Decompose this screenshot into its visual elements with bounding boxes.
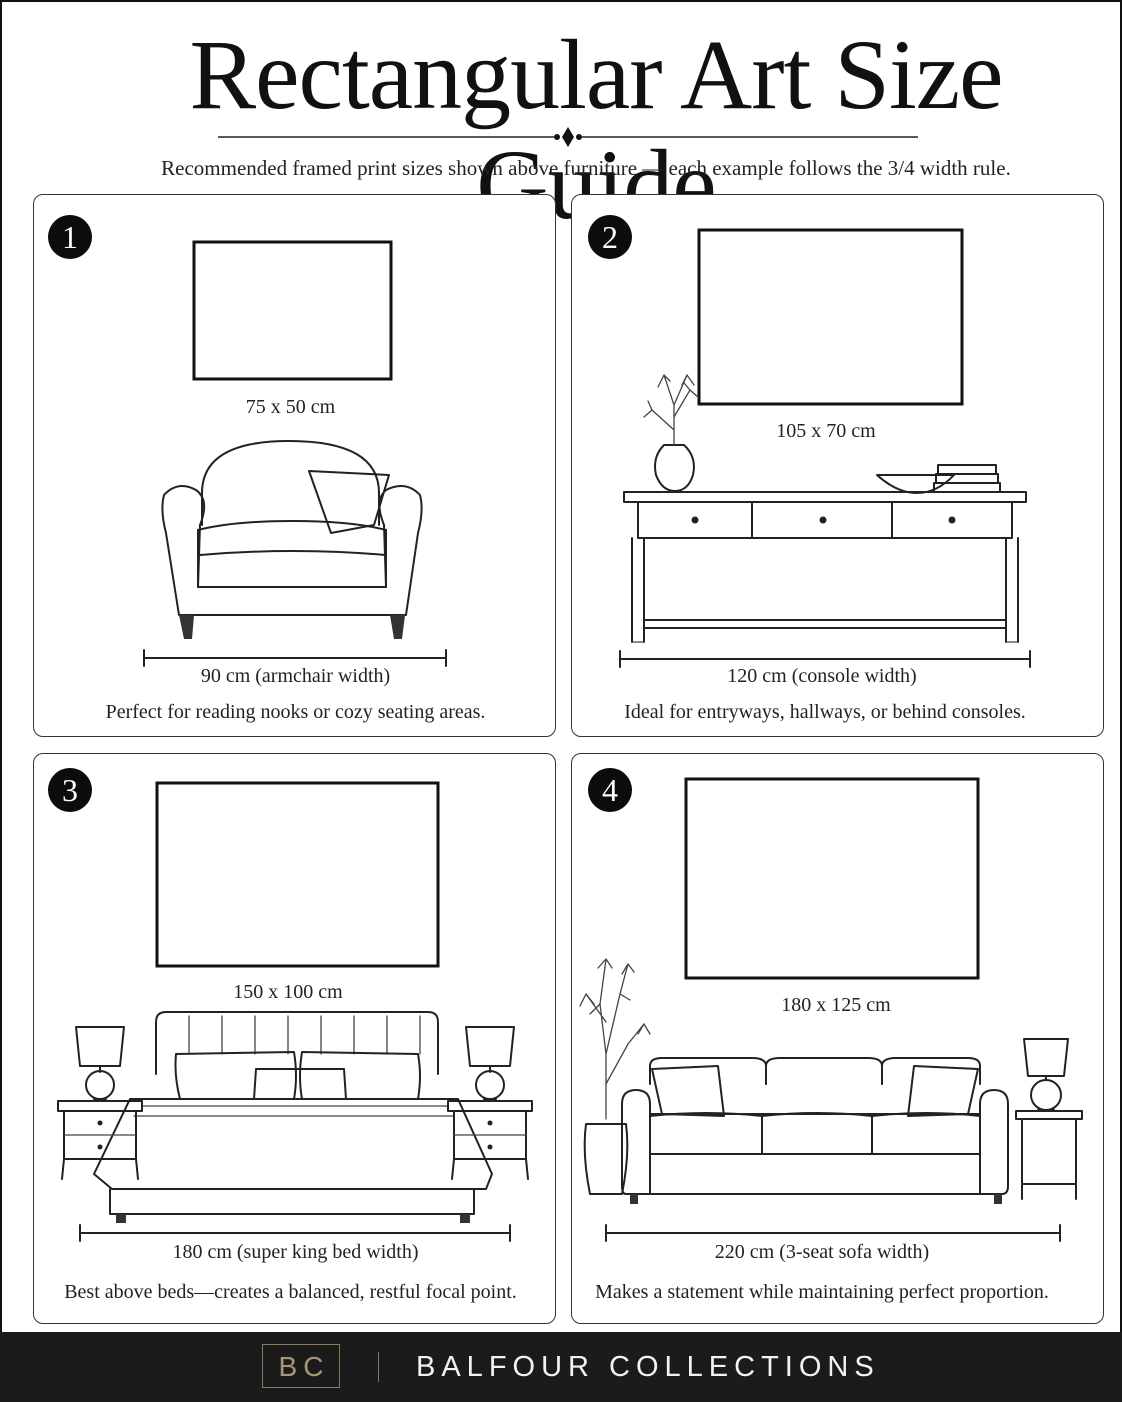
panel-armchair: 1 75 x 50 cm 90 cm (armchair width) Perf…	[33, 194, 556, 737]
print-size-label: 180 x 125 cm	[781, 994, 891, 1016]
console-illustration	[619, 228, 1031, 668]
armchair-illustration	[143, 240, 447, 667]
print-size-label: 150 x 100 cm	[233, 981, 343, 1003]
art-frame	[697, 228, 964, 406]
step-number-badge: 4	[588, 768, 632, 812]
art-frame	[684, 777, 980, 980]
panel-sofa: 4 180 x 125 cm 220 cm (3-seat sofa	[571, 753, 1104, 1324]
step-number-badge: 2	[588, 215, 632, 259]
page-subtitle: Recommended framed print sizes shown abo…	[161, 156, 1011, 180]
panel-caption: Ideal for entryways, hallways, or behind…	[624, 701, 1026, 723]
print-size-label: 75 x 50 cm	[245, 396, 336, 418]
furniture-width-label: 220 cm (3-seat sofa width)	[714, 1241, 930, 1263]
furniture-width-label: 90 cm (armchair width)	[200, 665, 391, 687]
step-number-badge: 3	[48, 768, 92, 812]
panel-caption: Makes a statement while maintaining perf…	[595, 1281, 1049, 1303]
brand-footer: BC BALFOUR COLLECTIONS	[0, 1332, 1122, 1402]
print-size-label: 105 x 70 cm	[776, 420, 876, 442]
art-frame	[155, 781, 440, 968]
art-frame	[192, 240, 393, 381]
furniture-width-label: 120 cm (console width)	[727, 665, 917, 687]
panel-caption: Best above beds—creates a balanced, rest…	[64, 1281, 517, 1303]
footer-separator	[378, 1352, 379, 1382]
sofa-illustration	[579, 777, 1083, 1242]
brand-name: BALFOUR COLLECTIONS	[416, 1351, 880, 1383]
ornamental-divider	[218, 127, 918, 147]
brand-logo-monogram: BC	[262, 1344, 340, 1388]
furniture-width-label: 180 cm (super king bed width)	[172, 1241, 419, 1263]
panel-console: 2 105 x 70 cm 120 cm (console width) Ide…	[571, 194, 1104, 737]
panel-bed: 3	[33, 753, 556, 1324]
panel-caption: Perfect for reading nooks or cozy seatin…	[105, 701, 486, 723]
step-number-badge: 1	[48, 215, 92, 259]
bed-illustration	[57, 781, 533, 1242]
